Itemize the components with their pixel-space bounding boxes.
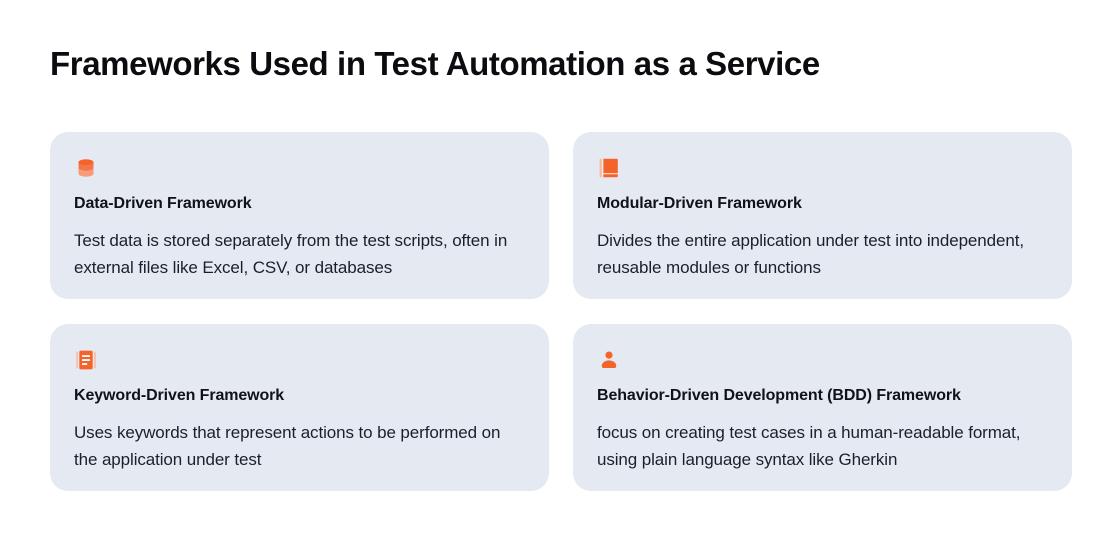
framework-card-grid: Data-Driven Framework Test data is store… (50, 132, 1072, 491)
document-lines-icon (74, 348, 98, 372)
page-title: Frameworks Used in Test Automation as a … (50, 45, 820, 82)
database-icon (74, 156, 98, 180)
user-icon (597, 348, 621, 372)
card-body: Test data is stored separately from the … (74, 231, 508, 277)
framework-card-modular-driven: Modular-Driven Framework Divides the ent… (573, 132, 1072, 299)
card-heading: Data-Driven Framework (74, 195, 252, 212)
card-body: Uses keywords that represent actions to … (74, 423, 501, 469)
card-heading: Keyword-Driven Framework (74, 387, 285, 404)
card-body: focus on creating test cases in a human-… (597, 423, 1021, 469)
framework-card-data-driven: Data-Driven Framework Test data is store… (50, 132, 549, 299)
framework-card-keyword-driven: Keyword-Driven Framework Uses keywords t… (50, 324, 549, 491)
book-icon (597, 156, 621, 180)
card-heading: Behavior-Driven Development (BDD) Framew… (597, 387, 961, 404)
card-body: Divides the entire application under tes… (597, 231, 1024, 277)
card-heading: Modular-Driven Framework (597, 195, 802, 212)
framework-card-bdd: Behavior-Driven Development (BDD) Framew… (573, 324, 1072, 491)
